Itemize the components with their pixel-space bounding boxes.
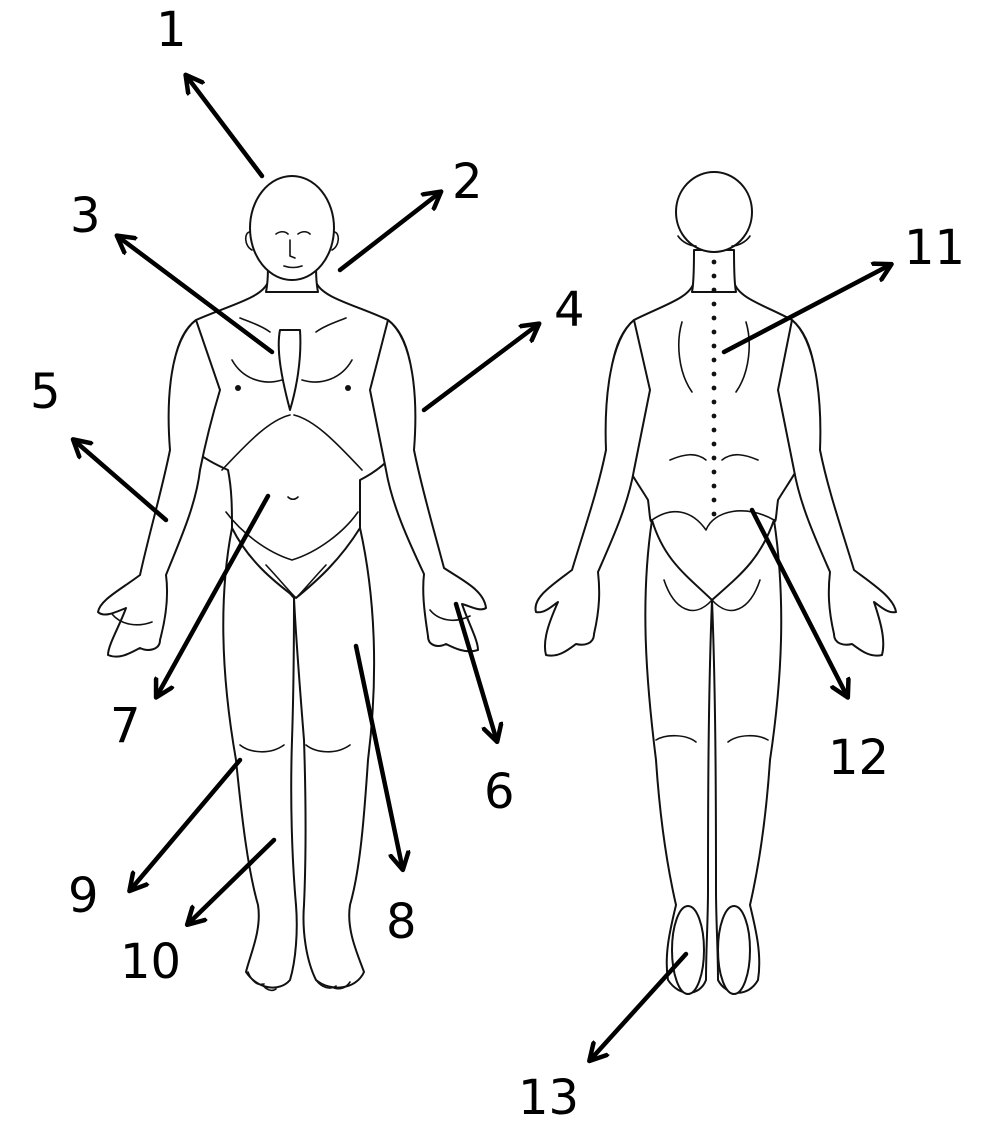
back-left-leg xyxy=(644,519,713,994)
labels: 1 2 3 4 5 6 7 8 9 10 11 12 13 xyxy=(30,2,965,1126)
spine-dots xyxy=(711,259,717,517)
back-head xyxy=(675,171,753,253)
label-1: 1 xyxy=(156,2,187,58)
front-left-arm xyxy=(97,319,221,658)
front-left-leg xyxy=(222,527,298,989)
back-neck xyxy=(691,249,737,293)
label-8: 8 xyxy=(386,894,417,950)
arrow-5 xyxy=(76,442,169,523)
arrow-4 xyxy=(421,326,536,413)
label-7: 7 xyxy=(110,698,141,754)
label-5: 5 xyxy=(30,364,61,420)
arrow-7 xyxy=(158,493,271,694)
arrow-11 xyxy=(721,266,888,355)
label-13: 13 xyxy=(518,1070,579,1126)
arrow-2 xyxy=(337,194,438,273)
label-12: 12 xyxy=(828,730,889,786)
label-9: 9 xyxy=(68,868,99,924)
label-3: 3 xyxy=(70,188,101,244)
front-right-leg xyxy=(293,527,376,989)
label-11: 11 xyxy=(904,220,965,276)
front-right-arm xyxy=(369,319,487,653)
back-figure xyxy=(534,171,897,995)
back-left-arm xyxy=(534,319,651,657)
label-2: 2 xyxy=(452,154,483,210)
label-10: 10 xyxy=(120,934,181,990)
front-head xyxy=(249,175,335,281)
arrow-10 xyxy=(190,837,277,922)
arrow-6 xyxy=(453,601,496,738)
back-right-arm xyxy=(777,319,897,657)
arrow-9 xyxy=(132,757,243,888)
front-figure xyxy=(97,175,487,992)
arrow-12 xyxy=(749,507,846,694)
arrow-13 xyxy=(592,951,689,1058)
arrow-8 xyxy=(353,643,402,866)
arrows xyxy=(76,78,888,1058)
label-6: 6 xyxy=(484,764,515,820)
arrow-1 xyxy=(188,78,265,179)
label-4: 4 xyxy=(554,282,585,338)
back-right-leg xyxy=(711,519,783,994)
arrow-3 xyxy=(120,238,275,355)
